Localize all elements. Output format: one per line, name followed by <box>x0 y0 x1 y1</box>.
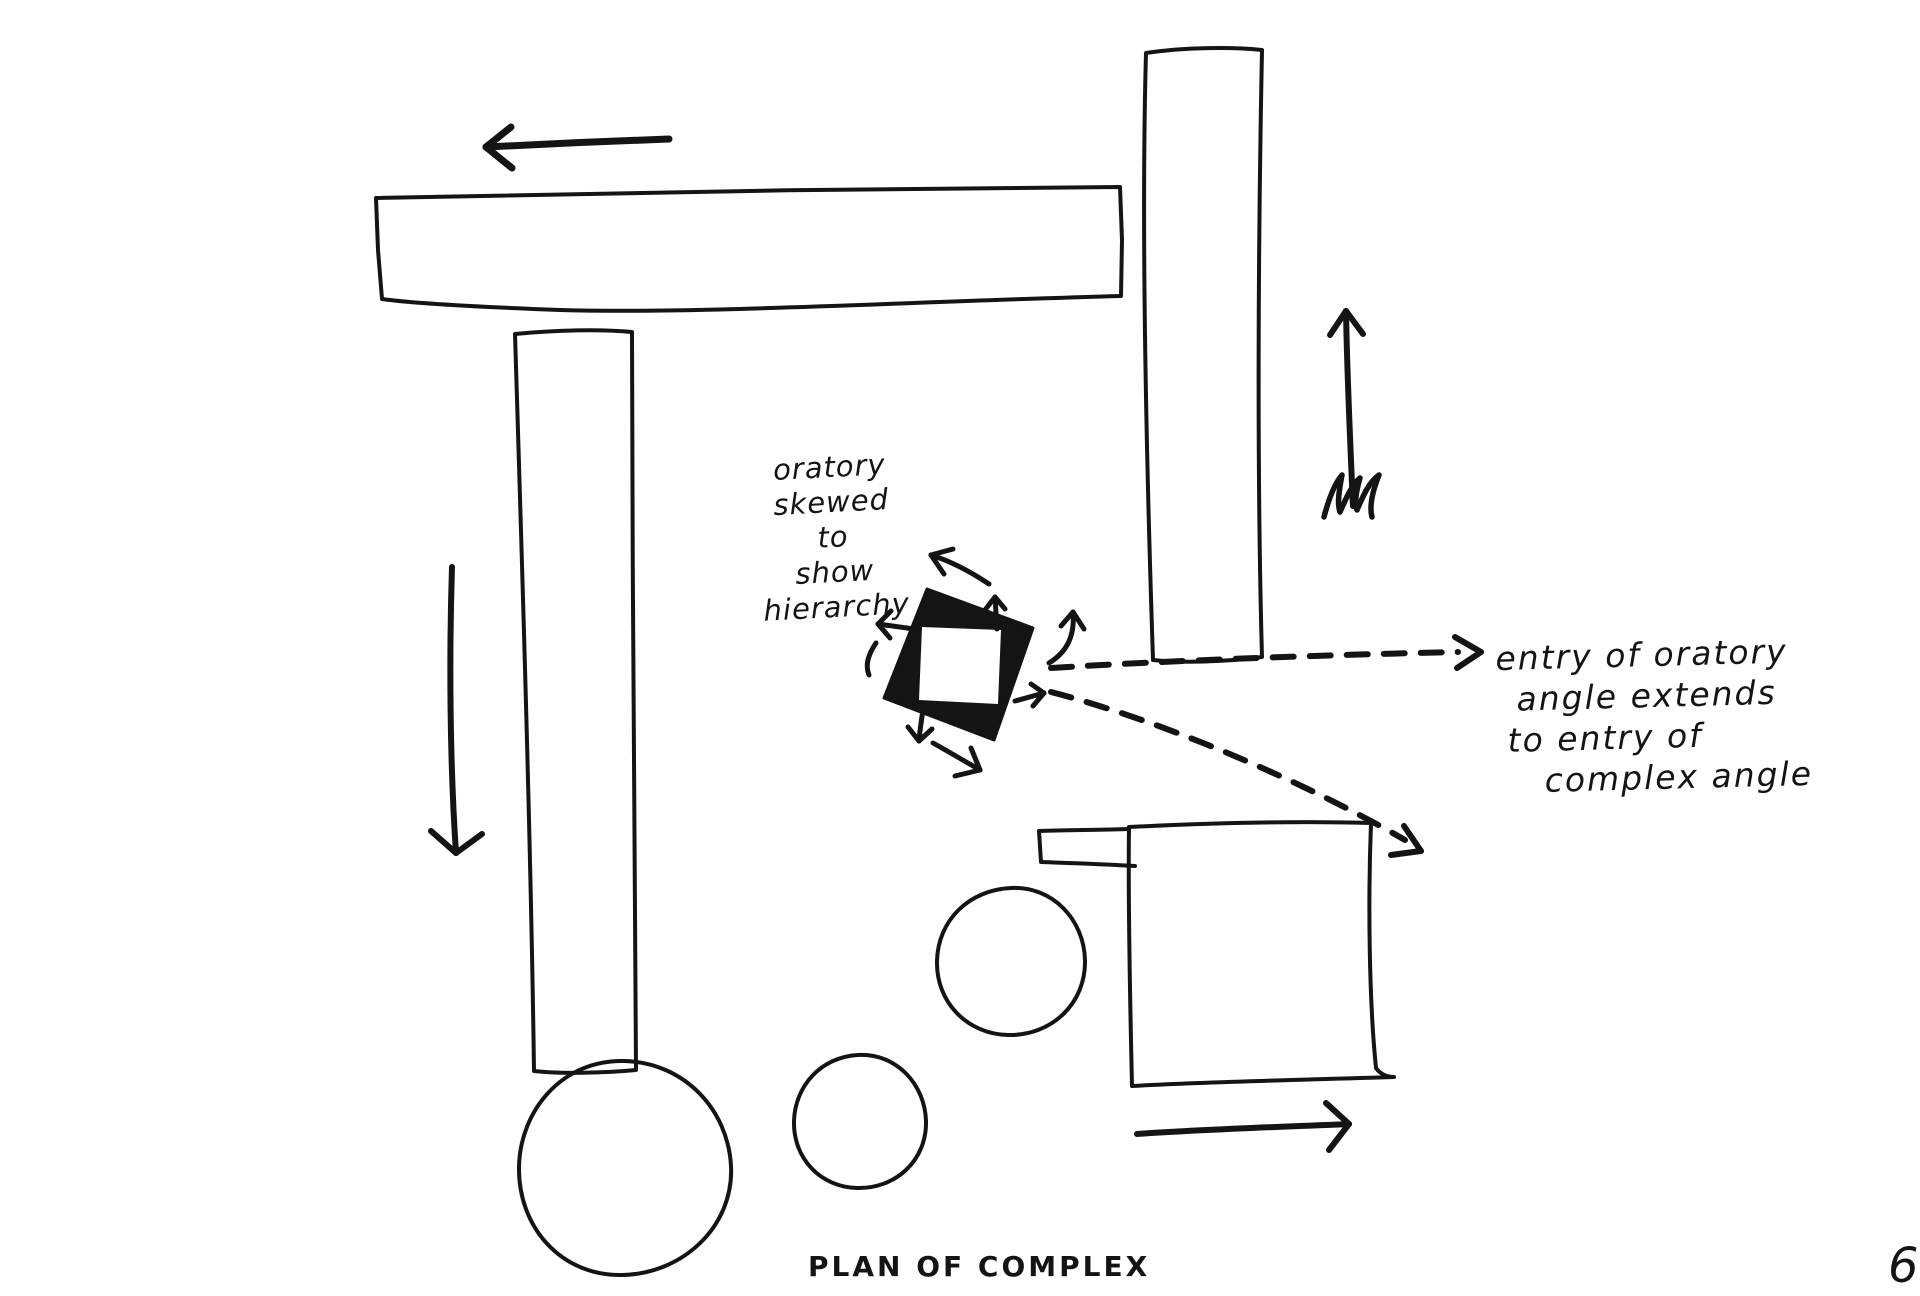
oratory-arrow-down-icon <box>905 701 935 744</box>
dashed-entry-axis-diagonal <box>1048 689 1408 843</box>
corner-pen-mark: 6 <box>1888 1238 1919 1294</box>
tree-circle-medium <box>934 885 1088 1038</box>
oratory-annotation: oratory skewed to show hierarchy <box>722 445 945 631</box>
flow-arrow-up-icon <box>1327 308 1366 509</box>
dashed-entry-axis-diagonal-arrowhead-icon <box>1388 823 1424 858</box>
pen-scribble <box>1321 472 1382 520</box>
plan-title: PLAN OF COMPLEX <box>808 1250 1151 1283</box>
oratory-arrow-downright-icon <box>930 740 983 779</box>
dashed-entry-axis-horizontal <box>1048 649 1461 671</box>
entry-annotation-line: complex angle <box>1544 753 1814 800</box>
oratory-arrow-right-icon <box>1012 681 1047 709</box>
tree-circle-large <box>516 1058 734 1278</box>
building-right-bar <box>1142 46 1264 664</box>
dashed-entry-axis-horizontal-arrowhead-icon <box>1452 634 1484 671</box>
oratory-arrow-left-icon <box>864 608 917 678</box>
building-left-bar <box>513 328 638 1075</box>
flow-arrow-down-icon <box>428 564 485 856</box>
flow-arrow-right-icon <box>1134 1100 1352 1153</box>
oratory-arrow-up-icon <box>982 594 1008 632</box>
entry-annotation-line: angle extends <box>1516 672 1778 719</box>
flow-arrow-left-icon <box>482 123 673 172</box>
oratory-arrow-upleft-icon <box>928 546 992 587</box>
oratory-inner-courtyard <box>919 627 1001 704</box>
building-top-bar <box>374 185 1124 313</box>
oratory-arrow-upright-icon <box>1046 609 1087 666</box>
building-courtyard-tab <box>1037 827 1137 868</box>
building-courtyard <box>1126 820 1396 1088</box>
tree-circle-small <box>791 1052 929 1191</box>
entry-annotation: entry of oratory angle extends to entry … <box>1495 630 1814 802</box>
